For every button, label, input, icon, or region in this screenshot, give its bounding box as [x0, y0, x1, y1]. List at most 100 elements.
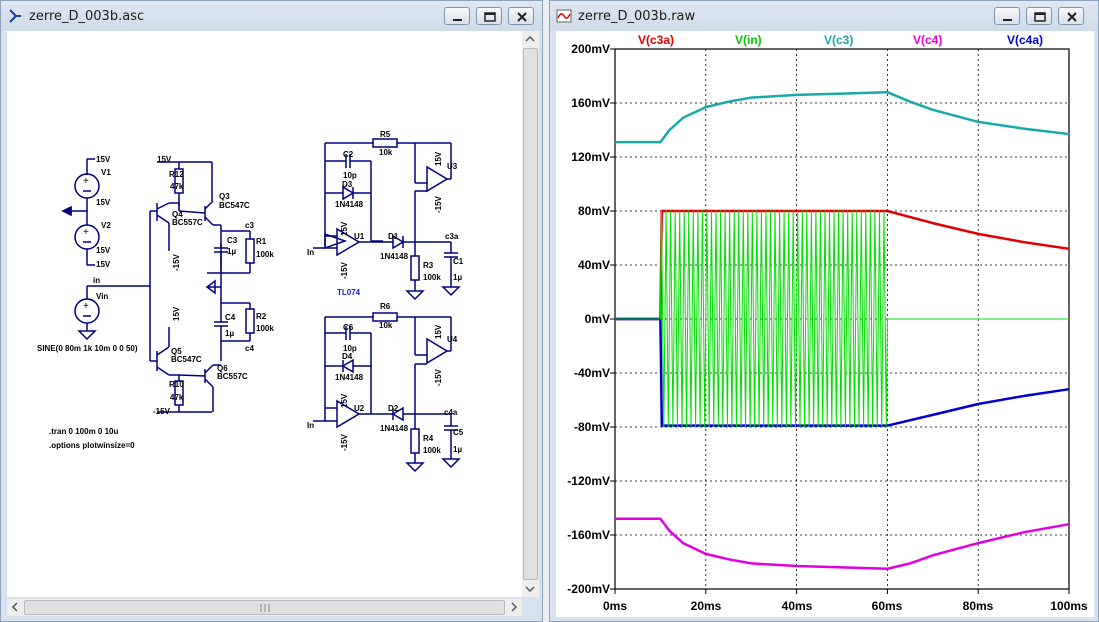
waveform-close-button[interactable]	[1058, 7, 1084, 25]
u2-neg-supply: -15V	[340, 433, 349, 451]
scroll-down-icon[interactable]	[522, 581, 538, 597]
r5-val: 10k	[379, 148, 393, 157]
horizontal-scroll-thumb[interactable]	[24, 600, 505, 615]
u4-name: U4	[447, 335, 458, 344]
r6-val: 10k	[379, 321, 393, 330]
v1-supply-label: 15V	[96, 155, 111, 164]
x-tick-label: 100ms	[1050, 599, 1088, 613]
x-tick-label: 20ms	[690, 599, 722, 613]
tran-directive[interactable]: .tran 0 100m 0 10u	[49, 427, 118, 436]
q4-name: Q4	[172, 210, 183, 219]
c1-val: 1µ	[453, 273, 462, 282]
r12-name: R12	[169, 170, 184, 179]
y-tick-label: 160mV	[571, 96, 610, 110]
trace-vc4a	[615, 317, 1070, 427]
y-tick-label: 200mV	[571, 42, 610, 56]
r4-name: R4	[423, 434, 434, 443]
scroll-left-icon[interactable]	[7, 599, 23, 615]
schematic-drawing[interactable]: + + 15V V1 15V V2 15V 15V	[7, 31, 522, 597]
upper-detector: R5 10k C2 10p D3 1N4148 15V U3 -15V 15V …	[307, 130, 464, 301]
r1-val: 100k	[256, 250, 274, 259]
close-icon	[517, 12, 527, 22]
v2-val: 15V	[96, 246, 111, 255]
restore-icon	[484, 12, 496, 22]
svg-text:+: +	[83, 227, 89, 238]
c3a-net-label: c3a	[445, 232, 459, 241]
v2-name: V2	[101, 221, 111, 230]
vertical-scroll-thumb[interactable]	[523, 48, 538, 580]
c2-name: C2	[343, 150, 354, 159]
v1-mid-label: 15V	[96, 198, 111, 207]
u2-name: U2	[354, 404, 365, 413]
scroll-right-icon[interactable]	[506, 599, 522, 615]
d2-name: D2	[388, 404, 399, 413]
q3-part: BC547C	[219, 201, 250, 210]
u2-pos-supply: 15V	[340, 393, 349, 408]
schematic-horizontal-scrollbar[interactable]	[7, 599, 522, 616]
scroll-up-icon[interactable]	[522, 31, 538, 47]
options-directive[interactable]: .options plotwinsize=0	[49, 441, 135, 450]
waveform-plot-pane[interactable]: V(c3a) V(in) V(c3) V(c4) V(c4a) 200mV 16…	[556, 31, 1094, 617]
q4-part: BC557C	[172, 218, 203, 227]
waveform-minimize-button[interactable]	[994, 7, 1020, 25]
plot-traces	[615, 90, 1070, 571]
y-tick-label: -120mV	[567, 474, 610, 488]
close-button[interactable]	[508, 7, 534, 25]
trace-label-in[interactable]: V(in)	[735, 33, 762, 47]
q-top-supply: 15V	[157, 155, 172, 164]
q5-pos-supply: 15V	[172, 306, 181, 321]
in-net-label: in	[93, 276, 100, 285]
c4-name: C4	[225, 313, 236, 322]
schematic-vertical-scrollbar[interactable]	[522, 31, 539, 597]
v1-name: V1	[101, 168, 111, 177]
waveform-titlebar[interactable]: zerre_D_003b.raw	[550, 1, 1098, 31]
y-tick-label: 80mV	[577, 204, 610, 218]
u4-neg-supply: -15V	[434, 368, 443, 386]
c2-val: 10p	[343, 171, 357, 180]
c1-name: C1	[453, 257, 464, 266]
v2-neg-label: 15V	[96, 260, 111, 269]
transistor-stage: 15V R12 47k Q4 BC557C Q3 BC547C -15V c3 …	[49, 155, 274, 450]
vin-name: Vin	[96, 292, 108, 301]
schematic-title: zerre_D_003b.asc	[29, 9, 145, 24]
sine-spec: SINE(0 80m 1k 10m 0 0 50)	[37, 344, 138, 353]
r12-val: 47k	[170, 182, 184, 191]
y-tick-label: 0mV	[584, 312, 610, 326]
schematic-window[interactable]: zerre_D_003b.asc + +	[0, 0, 543, 622]
trace-vin	[615, 210, 1069, 428]
d3-name: D3	[342, 180, 353, 189]
c3-val: 1µ	[227, 247, 236, 256]
tl074-label: TL074	[337, 288, 361, 297]
waveform-window[interactable]: zerre_D_003b.raw V(c3a) V(in) V(c3) V(c4…	[549, 0, 1099, 622]
u1-neg-supply: -15V	[340, 261, 349, 279]
d2-part: 1N4148	[380, 424, 409, 433]
minimize-button[interactable]	[444, 7, 470, 25]
u4-pos-supply: 15V	[434, 324, 443, 339]
trace-label-c4[interactable]: V(c4)	[913, 33, 943, 47]
d1-name: D1	[388, 232, 399, 241]
waveform-restore-button[interactable]	[1026, 7, 1052, 25]
d4-name: D4	[342, 352, 353, 361]
waveform-title: zerre_D_003b.raw	[578, 9, 696, 24]
q4-neg-supply: -15V	[172, 253, 181, 271]
x-tick-label: 0ms	[602, 599, 628, 613]
trace-label-c3a[interactable]: V(c3a)	[638, 33, 675, 47]
waveform-plot[interactable]	[556, 31, 1094, 617]
q6-part: BC557C	[217, 372, 248, 381]
d3-part: 1N4148	[335, 200, 364, 209]
schematic-titlebar[interactable]: zerre_D_003b.asc	[1, 1, 542, 31]
r3-val: 100k	[423, 273, 441, 282]
u3-name: U3	[447, 162, 458, 171]
schematic-canvas[interactable]: + + 15V V1 15V V2 15V 15V	[7, 31, 522, 597]
restore-button[interactable]	[476, 7, 502, 25]
r10-name: R10	[169, 380, 184, 389]
trace-label-c3[interactable]: V(c3)	[824, 33, 854, 47]
x-tick-label: 40ms	[781, 599, 813, 613]
svg-text:+: +	[83, 301, 89, 312]
q5-name: Q5	[171, 347, 182, 356]
r2-val: 100k	[256, 324, 274, 333]
q6-name: Q6	[217, 364, 228, 373]
trace-label-c4a[interactable]: V(c4a)	[1007, 33, 1044, 47]
minimize-icon	[453, 19, 462, 21]
restore-icon	[1034, 12, 1046, 22]
